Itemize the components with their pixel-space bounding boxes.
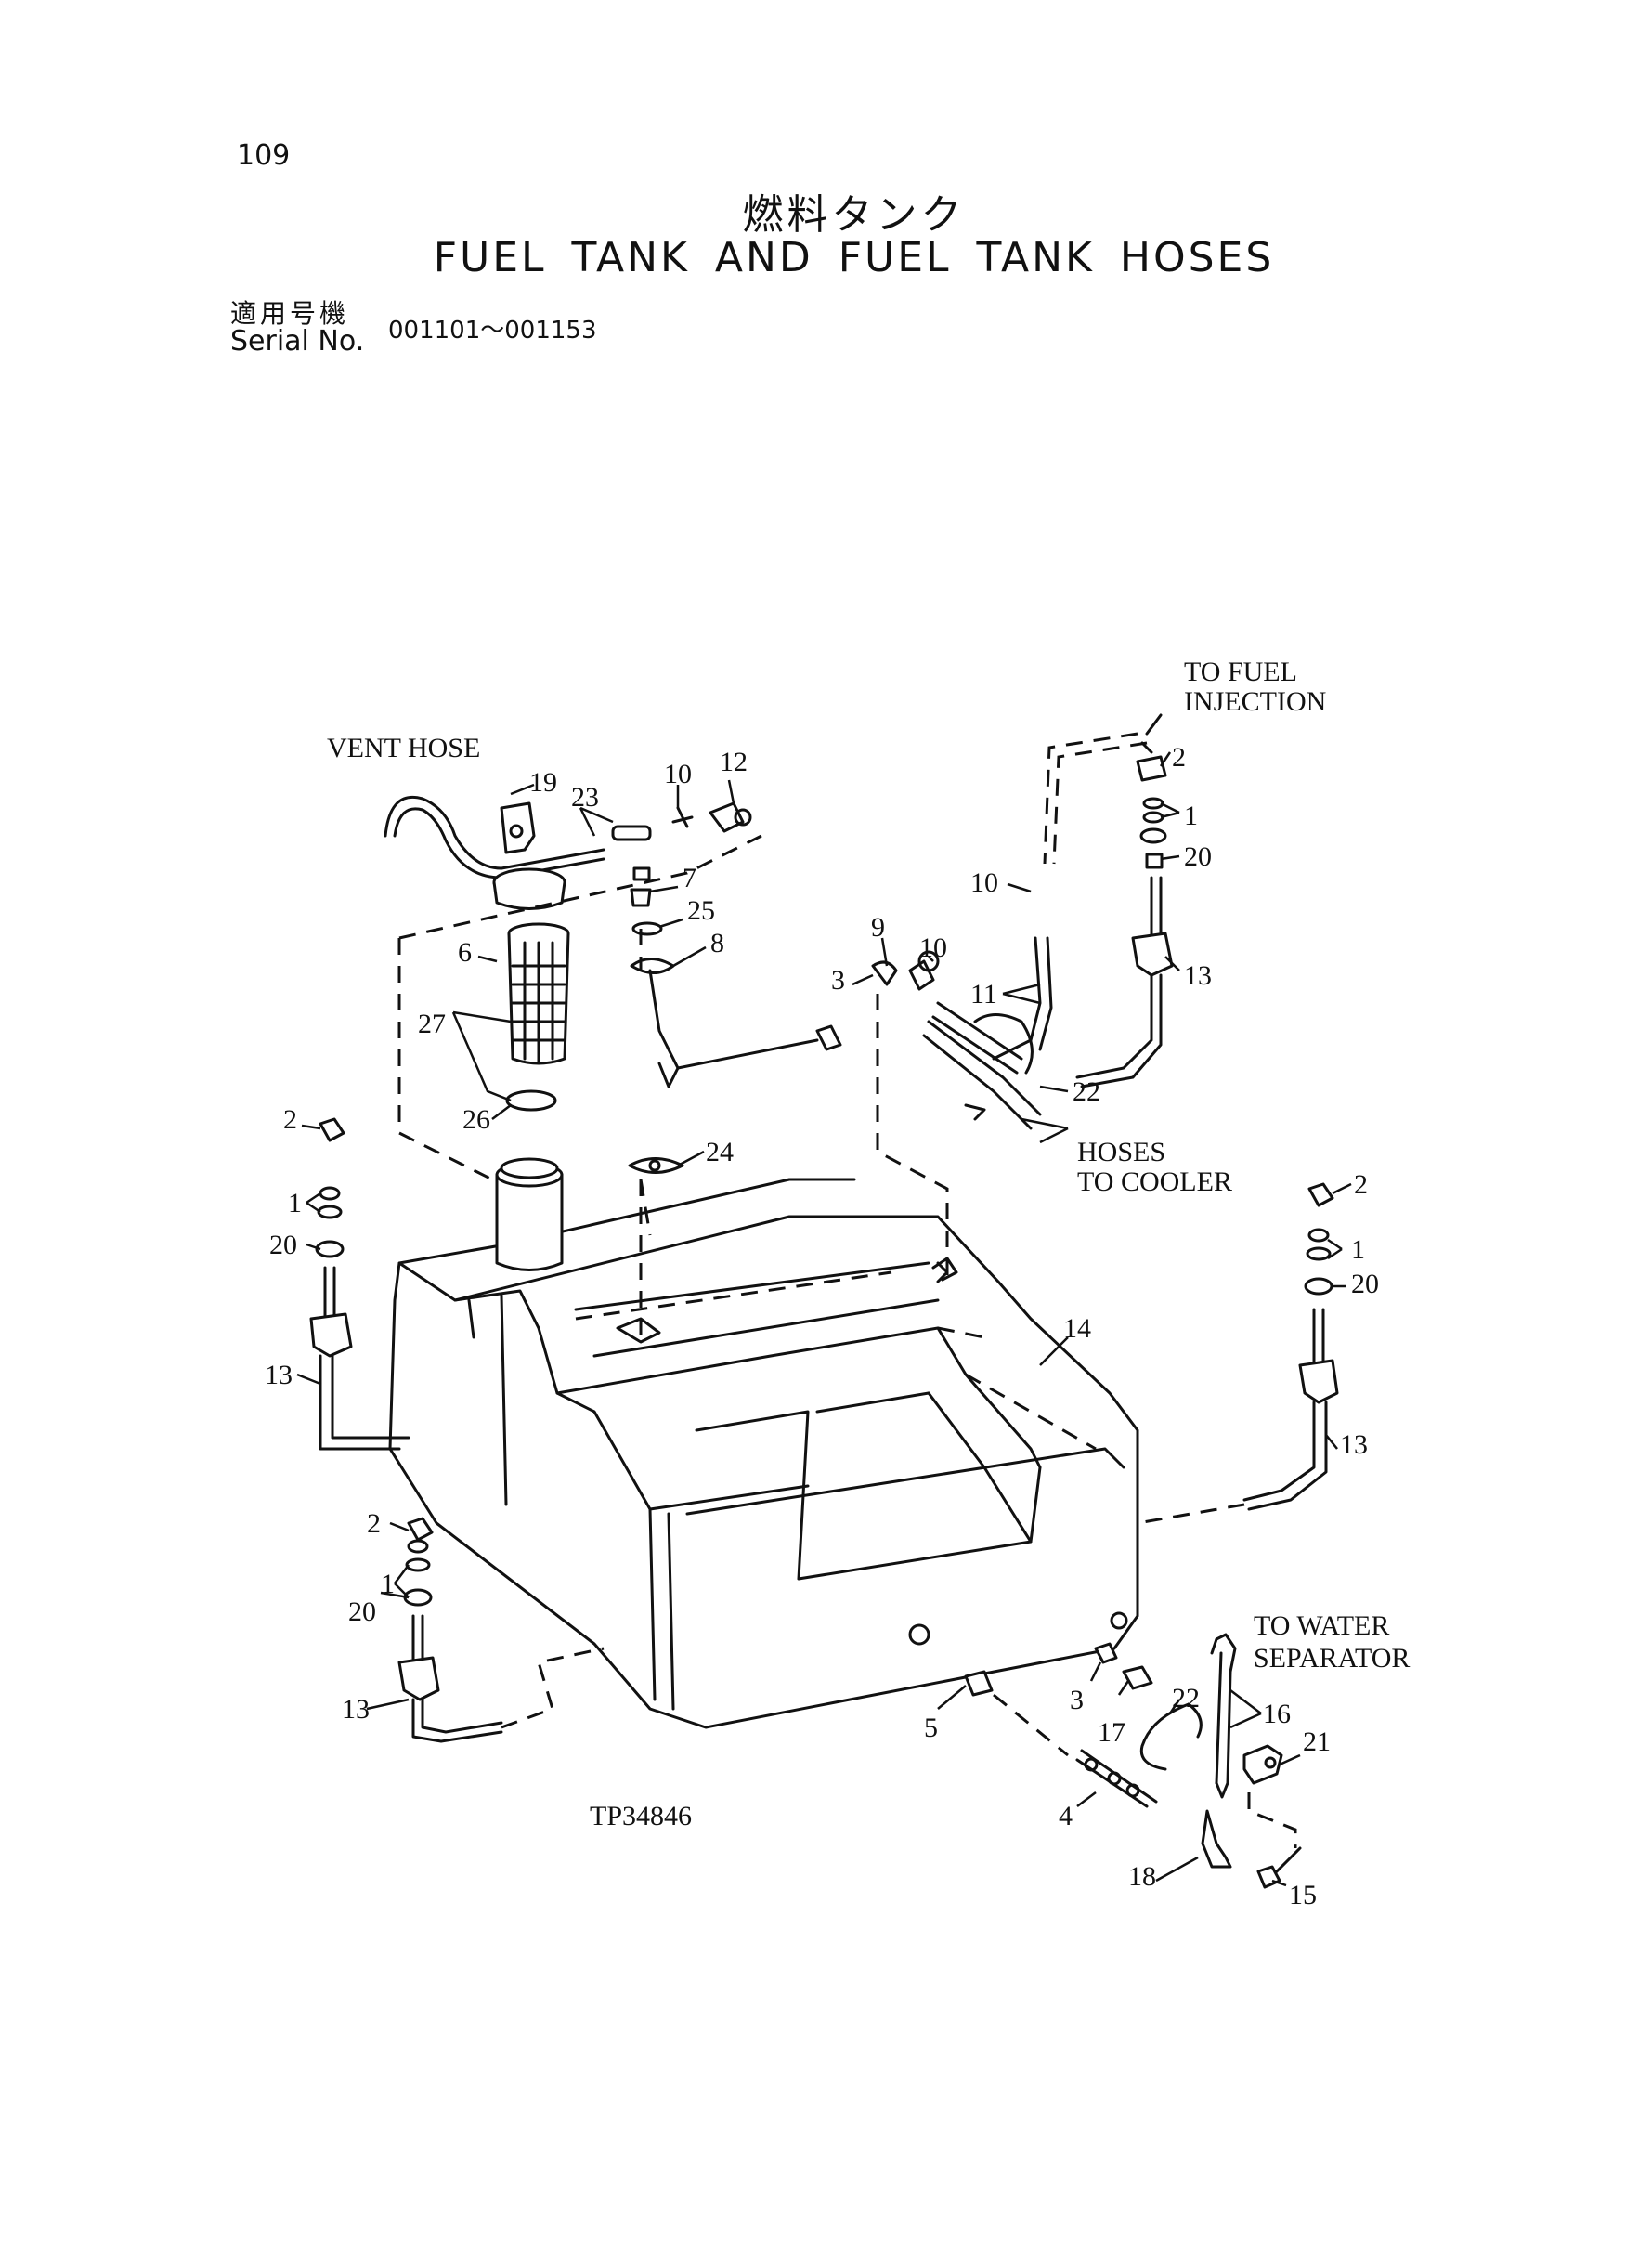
callout-6: 6	[458, 937, 472, 968]
tank-strap-left-top	[309, 1117, 410, 1451]
callout-10-c: 10	[970, 867, 998, 898]
callout-20-left-bottom: 20	[348, 1596, 376, 1627]
serial-label-japanese: 適用号機	[230, 298, 350, 329]
callout-11: 11	[970, 979, 997, 1010]
callout-21: 21	[1303, 1726, 1331, 1757]
callout-23: 23	[571, 782, 599, 813]
callout-2-left-top: 2	[283, 1104, 297, 1135]
callout-10-b: 10	[919, 932, 947, 963]
callout-19: 19	[529, 767, 557, 798]
part-callouts: 19 23 10 12 7 25 6 8 27 26 24 9 10 3 10 …	[265, 742, 1379, 1910]
to-fuel-injection-label-line2: INJECTION	[1184, 686, 1326, 717]
callout-5: 5	[924, 1713, 938, 1743]
callout-2-left-bottom: 2	[367, 1508, 381, 1539]
callout-10: 10	[664, 759, 692, 789]
page-title: FUEL TANK AND FUEL TANK HOSES	[433, 234, 1275, 281]
fuel-injection-line	[1043, 713, 1163, 865]
callout-20-left-top: 20	[269, 1230, 297, 1260]
callout-20-right-top: 20	[1184, 841, 1212, 872]
callout-24: 24	[706, 1137, 734, 1167]
exploded-guide-lines	[397, 834, 762, 1236]
fuel-sender-unit	[616, 866, 842, 1344]
tank-strap-right-bottom	[1137, 1182, 1339, 1525]
diagram-annotations: VENT HOSE TO FUEL INJECTION HOSES TO COO…	[327, 657, 1410, 1831]
callout-2-right-bottom: 2	[1354, 1169, 1368, 1200]
leader-lines	[296, 751, 1352, 1887]
callout-17: 17	[1098, 1717, 1125, 1748]
callout-9: 9	[871, 912, 885, 943]
to-water-separator-label-line2: SEPARATOR	[1254, 1643, 1410, 1674]
callout-13-right-bottom: 13	[1340, 1429, 1368, 1460]
callout-8: 8	[710, 928, 724, 958]
hoses-to-cooler-label-line2: TO COOLER	[1077, 1166, 1232, 1197]
filler-neck	[495, 1157, 564, 1271]
callout-1-left-bottom: 1	[381, 1569, 395, 1599]
serial-range: 001101～001153	[388, 317, 597, 345]
callout-1-right-top: 1	[1184, 801, 1198, 831]
vent-hose-label: VENT HOSE	[327, 733, 480, 763]
hoses-to-cooler-label-line1: HOSES	[1077, 1137, 1165, 1167]
drawing-number: TP34846	[590, 1801, 692, 1831]
callout-2-right-top: 2	[1172, 742, 1186, 773]
page-title-japanese: 燃料タンク	[742, 191, 966, 239]
serial-label: Serial No.	[230, 325, 365, 358]
callout-16: 16	[1263, 1699, 1291, 1729]
fuel-tank	[388, 1178, 1139, 1729]
callout-3-b: 3	[1070, 1685, 1084, 1715]
callout-20-right-bottom: 20	[1351, 1269, 1379, 1299]
tank-strap-right-top	[1075, 755, 1174, 1088]
callout-4: 4	[1059, 1801, 1073, 1831]
vent-hose-assembly	[384, 796, 752, 879]
callout-22: 22	[1073, 1076, 1100, 1107]
to-fuel-injection-label-line1: TO FUEL	[1184, 657, 1297, 687]
callout-1-left-top: 1	[288, 1188, 302, 1218]
cooler-hoses	[871, 936, 1053, 1282]
callout-13-left-top: 13	[265, 1360, 293, 1390]
callout-13-left-bottom: 13	[342, 1694, 370, 1725]
callout-15: 15	[1289, 1880, 1317, 1910]
callout-7: 7	[683, 863, 696, 893]
drain-and-water-separator-line	[964, 1633, 1302, 1889]
callout-14: 14	[1063, 1313, 1091, 1344]
callout-3: 3	[831, 965, 845, 996]
callout-13-right-top: 13	[1184, 960, 1212, 991]
callout-26: 26	[462, 1104, 490, 1135]
callout-1-right-bottom: 1	[1351, 1234, 1365, 1265]
callout-18: 18	[1128, 1861, 1156, 1892]
callout-27: 27	[418, 1009, 446, 1039]
callout-12: 12	[720, 747, 748, 777]
callout-22-b: 22	[1172, 1683, 1200, 1713]
tank-strap-left-bottom	[397, 1517, 605, 1743]
callout-25: 25	[687, 895, 715, 926]
page-number: 109	[237, 139, 291, 172]
to-water-separator-label-line1: TO WATER	[1254, 1610, 1389, 1641]
fuel-cap-and-strainer	[492, 867, 570, 1112]
